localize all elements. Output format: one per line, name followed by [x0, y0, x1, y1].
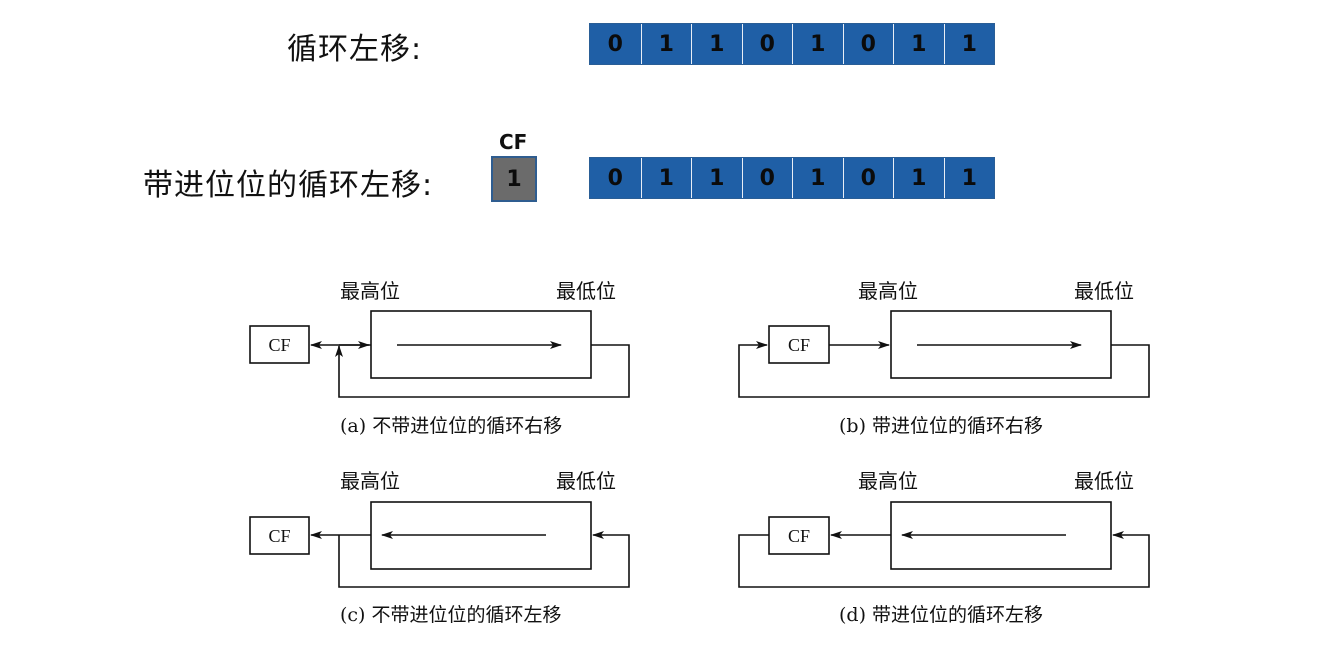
lsb-label-b: 最低位	[1074, 279, 1134, 303]
cf-label-a: CF	[268, 335, 290, 355]
bit-cell: 1	[792, 158, 843, 198]
lsb-label-a: 最低位	[556, 279, 616, 303]
msb-label-b: 最高位	[858, 279, 918, 303]
bit-cell: 0	[741, 24, 793, 64]
cf-label-d: CF	[788, 526, 810, 546]
caption-a: (a) 不带进位位的循环右移	[340, 415, 562, 437]
lsb-label-d: 最低位	[1074, 469, 1134, 493]
cf-box-a	[249, 325, 310, 364]
feedback-line-c	[338, 531, 630, 588]
msb-label-a: 最高位	[340, 279, 400, 303]
cf-flag-box: 1	[491, 156, 537, 202]
diagram-a	[249, 310, 630, 398]
cf-title: CF	[499, 130, 528, 154]
cf-label-b: CF	[788, 335, 810, 355]
bit-cell: 1	[943, 24, 995, 64]
feedback-line-a	[335, 344, 630, 398]
bit-cell: 1	[893, 158, 944, 198]
diagram-b	[738, 310, 1150, 398]
bit-cell: 1	[893, 24, 944, 64]
rotate-left-carry-register: 0 1 1 0 1 0 1 1	[589, 157, 995, 199]
caption-b: (b) 带进位位的循环右移	[839, 415, 1043, 437]
diagram-c	[249, 501, 630, 588]
bit-cell: 0	[741, 158, 793, 198]
cf-label-c: CF	[268, 526, 290, 546]
caption-c: (c) 不带进位位的循环左移	[340, 604, 562, 626]
bit-cell: 0	[607, 31, 623, 57]
bit-cell: 1	[792, 24, 843, 64]
bit-cell: 1	[943, 158, 995, 198]
caption-d: (d) 带进位位的循环左移	[839, 604, 1043, 626]
feedback-line-b	[738, 341, 1150, 398]
cf-box-c	[249, 516, 310, 555]
diagram-d	[738, 501, 1150, 588]
bit-cell: 0	[842, 24, 894, 64]
msb-label-c: 最高位	[340, 469, 400, 493]
bit-cell: 1	[640, 24, 692, 64]
bit-cell: 0	[842, 158, 894, 198]
bit-cell: 1	[640, 158, 692, 198]
feedback-line-d	[738, 531, 1150, 588]
rotate-left-label: 循环左移:	[287, 32, 423, 67]
lsb-label-c: 最低位	[556, 469, 616, 493]
msb-label-d: 最高位	[858, 469, 918, 493]
rotate-left-carry-label: 带进位位的循环左移:	[143, 168, 434, 203]
bit-cell: 1	[691, 24, 742, 64]
bit-cell: 1	[691, 158, 742, 198]
bit-cell: 0	[607, 165, 623, 191]
rotate-left-register: 0 1 1 0 1 0 1 1	[589, 23, 995, 65]
